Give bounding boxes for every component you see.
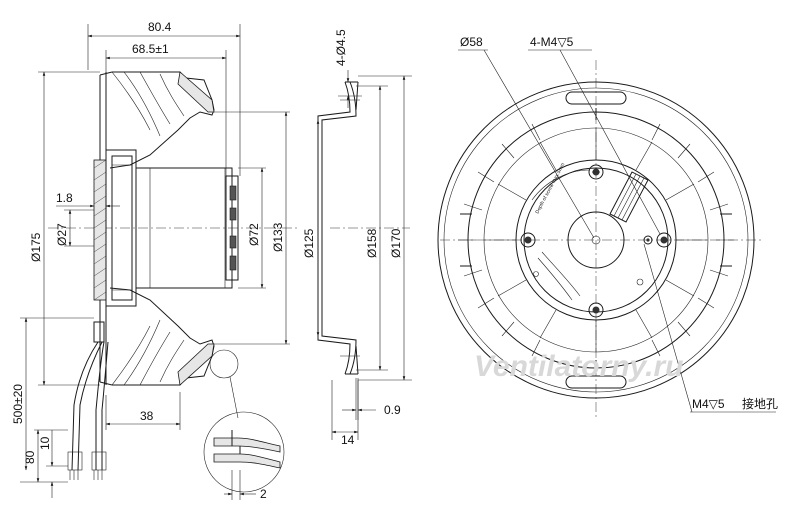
dim-motor-diameter: Ø72	[247, 223, 261, 246]
dim-width-overall: 80.4	[148, 20, 172, 34]
mount-screw-bottom	[588, 302, 604, 318]
dim-flange-thickness: 0.9	[384, 403, 401, 417]
screw-depth-note: Depth of screw max.5mm	[534, 162, 566, 215]
rotor-outer	[515, 159, 677, 321]
dim-detail-thickness: 2	[260, 487, 267, 501]
mount-screw-left	[520, 232, 536, 248]
dim-hub-diameter: Ø27	[55, 223, 69, 246]
dim-cable-length: 500±20	[11, 384, 25, 424]
cable-exit	[609, 171, 649, 223]
hub-plate	[93, 159, 107, 301]
leader-ground	[643, 243, 693, 413]
dim-shaft-offset: 1.8	[56, 191, 73, 205]
label-mount-threads: 4-M4▽5	[530, 35, 574, 49]
ground-screw	[643, 235, 653, 245]
slot-top	[565, 91, 627, 105]
dim-hole-circle: Ø158	[365, 228, 379, 258]
label-hub-diameter: Ø58	[460, 35, 483, 49]
dim-cable-strip-10: 10	[38, 436, 52, 450]
flange-view: 4-Ø4.5 Ø125 Ø158 Ø170 0.9 14	[302, 29, 412, 447]
impeller-top-outline	[109, 71, 215, 169]
hub-circle	[567, 211, 625, 269]
dim-width-inlet: 68.5±1	[132, 42, 169, 56]
mount-screw-right	[656, 232, 672, 248]
dim-body-diameter: Ø133	[271, 222, 285, 252]
mount-screw-top	[588, 164, 604, 180]
dim-slots: 4-Ø4.5	[334, 29, 348, 66]
dim-outer-diameter: Ø175	[29, 232, 43, 262]
dim-cable-strip-80: 80	[23, 450, 37, 464]
side-view: 80.4 68.5±1 1.8 Ø175 Ø27 Ø72 Ø133 5	[11, 20, 300, 501]
leader-mount	[559, 49, 661, 235]
impeller-bottom-outline	[109, 287, 215, 386]
motor-body	[135, 167, 233, 289]
watermark: Ventilatorny.ru	[474, 350, 683, 383]
leader-hub	[483, 49, 595, 239]
detail-callout-circle	[209, 349, 239, 379]
dim-flange-inner: Ø125	[302, 228, 316, 258]
detail-view-circle	[203, 411, 285, 493]
dim-flange-depth: 14	[341, 433, 355, 447]
label-ground-thread: M4▽5	[692, 397, 725, 411]
label-ground-hole: 接地孔	[742, 396, 778, 411]
dim-flange-outer: Ø170	[389, 228, 403, 258]
dim-cable-offset: 38	[140, 409, 154, 423]
slot-bottom	[565, 375, 627, 389]
flange-outer-circle	[437, 81, 755, 399]
